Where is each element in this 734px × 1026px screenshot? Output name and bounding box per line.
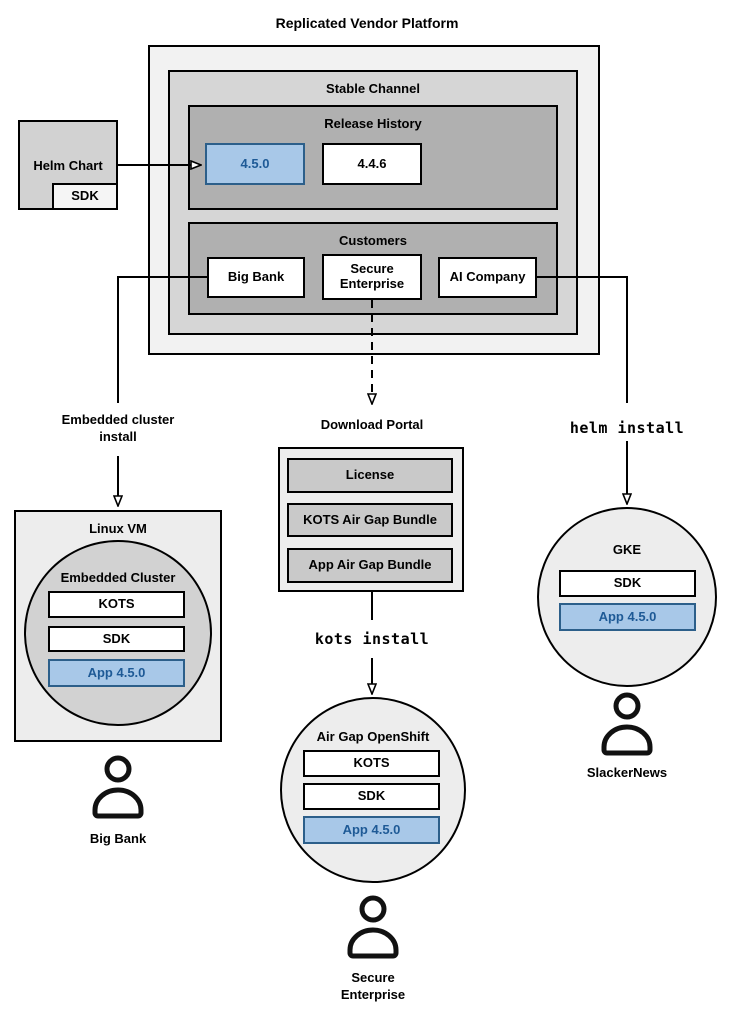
release-version-previous: 4.4.6 [322,143,422,185]
gke-circle: GKE SDK App 4.5.0 [537,507,717,687]
kots-airgap-bundle-box: KOTS Air Gap Bundle [287,503,453,537]
gke-sdk-box: SDK [559,570,696,597]
customer-big-bank: Big Bank [207,257,305,298]
embedded-cluster-install-label: Embedded cluster install [61,412,175,444]
kots-install-label: kots install [314,630,430,648]
app-airgap-bundle-box: App Air Gap Bundle [287,548,453,583]
download-portal-box: License KOTS Air Gap Bundle App Air Gap … [278,447,464,592]
secure-enterprise-user-icon [347,895,399,959]
helm-chart-sdk-box: SDK [52,183,118,210]
helm-install-label: helm install [569,419,685,437]
slackernews-user-label: SlackerNews [586,765,668,780]
embedded-cluster-title: Embedded Cluster [60,570,176,585]
embedded-cluster-circle: Embedded Cluster KOTS SDK App 4.5.0 [24,540,212,726]
gke-title: GKE [612,542,642,557]
stable-channel-title: Stable Channel [326,81,420,96]
gke-app-box: App 4.5.0 [559,603,696,631]
big-bank-user-label: Big Bank [89,831,147,846]
customers-title: Customers [339,233,407,248]
os-sdk-box: SDK [303,783,440,810]
diagram-title: Replicated Vendor Platform [275,15,459,31]
openshift-circle: Air Gap OpenShift KOTS SDK App 4.5.0 [280,697,466,883]
linux-vm-title: Linux VM [89,521,147,536]
license-box: License [287,458,453,493]
os-kots-box: KOTS [303,750,440,777]
big-bank-user-icon [92,755,144,819]
helm-chart-title: Helm Chart [33,158,103,173]
linux-vm-box: Linux VM Embedded Cluster KOTS SDK App 4… [14,510,222,742]
helm-chart-box: Helm Chart SDK [18,120,118,210]
ec-kots-box: KOTS [48,591,185,618]
customer-ai-company: AI Company [438,257,537,298]
ec-sdk-box: SDK [48,626,185,652]
customer-secure-enterprise: Secure Enterprise [322,254,422,300]
download-portal-title: Download Portal [320,417,424,432]
openshift-title: Air Gap OpenShift [316,729,430,744]
ec-app-box: App 4.5.0 [48,659,185,687]
release-history-title: Release History [324,116,422,131]
release-version-current: 4.5.0 [205,143,305,185]
os-app-box: App 4.5.0 [303,816,440,844]
secure-enterprise-user-label: Secure Enterprise [340,970,406,1002]
slackernews-user-icon [601,692,653,756]
